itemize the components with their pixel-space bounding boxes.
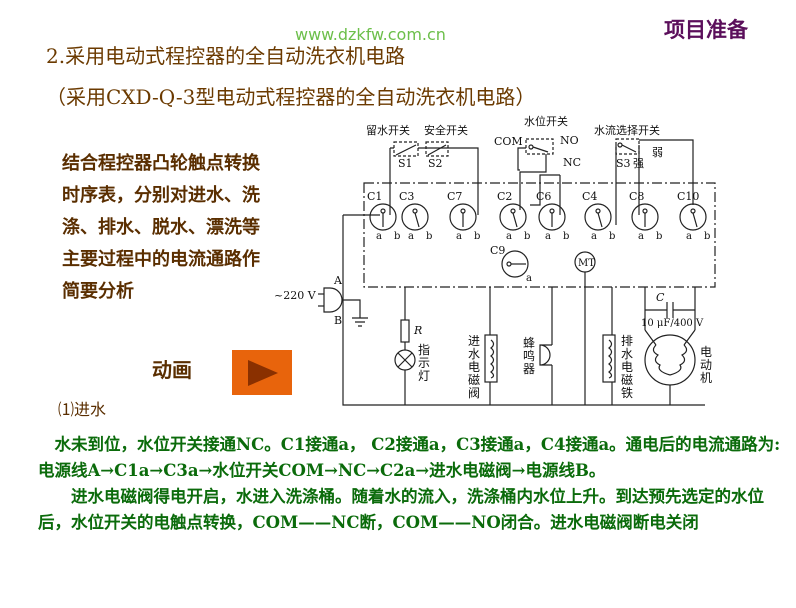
play-icon: [248, 360, 278, 386]
cam-label: C1: [367, 190, 382, 203]
cam-c7: C7 a b: [447, 190, 480, 242]
contact-a-label: a: [591, 231, 597, 242]
power-plug: ~220 V A B: [274, 274, 368, 327]
resistor-label: R: [413, 324, 422, 337]
contact-b-label: b: [394, 231, 400, 242]
capacitor: [644, 302, 696, 405]
drain-magnet-coil: [602, 334, 616, 383]
resistor: [400, 319, 410, 343]
contact-a-label: a: [686, 231, 692, 242]
svg-text:~220 V: ~220 V: [274, 289, 317, 302]
contact-a-label: a: [408, 231, 414, 242]
contact-b-label: b: [426, 231, 432, 242]
body-paragraph-2: 进水电磁阀得电开启，水进入洗涤桶。随着水的流入，洗涤桶内水位上升。到达预先选定的…: [38, 487, 764, 532]
cam-c1: C1 a b: [367, 190, 400, 242]
step-label: ⑴进水: [58, 400, 107, 419]
cam-c10: C10 a b: [677, 190, 710, 242]
watermark: www.dzkfw.com.cn: [295, 25, 446, 44]
slide-subtitle: （采用CXD-Q-3型电动式程控器的全自动洗衣机电路）: [46, 85, 536, 109]
cam-label: C6: [536, 190, 551, 203]
contact-a-label: a: [376, 231, 382, 242]
animation-label: 动画: [152, 358, 192, 382]
drain-magnet-label: 排水电磁铁: [621, 334, 633, 400]
contact-b-label: b: [656, 231, 662, 242]
inlet-valve-label: 进水电磁阀: [468, 334, 480, 400]
contact-b-label: b: [609, 231, 615, 242]
cam-label: C7: [447, 190, 462, 203]
play-animation-button[interactable]: [232, 350, 292, 395]
cam-label: C3: [399, 190, 414, 203]
cam-label: C2: [497, 190, 512, 203]
cam-label: C8: [629, 190, 644, 203]
cam-c2: C2 a b: [497, 190, 530, 242]
cam-c6: C6 a b: [536, 190, 569, 242]
contact-a-label: a: [545, 231, 551, 242]
contact-a-label: a: [456, 231, 462, 242]
body-paragraph-1: 水未到位，水位开关接通NC。C1接通a， C2接通a，C3接通a，C4接通a。通…: [38, 435, 781, 480]
motor-timer: MT: [574, 251, 596, 273]
svg-text:S3: S3: [616, 157, 631, 170]
indicator-lamp: [394, 349, 416, 371]
svg-text:COM: COM: [494, 135, 523, 148]
cam-label: C4: [582, 190, 597, 203]
capacitor-label: C: [656, 291, 665, 304]
contact-a-label: a: [506, 231, 512, 242]
water-level-switch: COM NO NC: [494, 134, 581, 169]
svg-text:B: B: [334, 314, 342, 327]
flow-select-name: 水流选择开关: [594, 123, 660, 137]
svg-text:NO: NO: [560, 134, 579, 147]
svg-text:C9: C9: [490, 244, 505, 257]
svg-text:a: a: [526, 273, 532, 284]
capacitor-value: 10 μF/400 V: [641, 318, 704, 329]
cam-label: C10: [677, 190, 699, 203]
cam-c4: C4 a b: [582, 190, 615, 242]
section-label: 项目准备: [664, 17, 748, 42]
cam-c9: C9 a: [490, 244, 532, 284]
body-text: 水未到位，水位开关接通NC。C1接通a， C2接通a，C3接通a，C4接通a。通…: [38, 432, 783, 536]
cam-c8: C8 a b: [629, 190, 662, 242]
buzzer: [539, 344, 552, 366]
svg-text:A: A: [333, 274, 343, 287]
description-text: 结合程控器凸轮触点转换时序表，分别对进水、洗涤、排水、脱水、漂洗等主要过程中的电…: [62, 153, 260, 302]
s2-name: 安全开关: [424, 123, 468, 137]
contact-b-label: b: [524, 231, 530, 242]
motor: [644, 334, 696, 386]
svg-text:弱: 弱: [652, 146, 663, 159]
svg-text:NC: NC: [563, 156, 581, 169]
slide-title: 2.采用电动式程控器的全自动洗衣机电路: [46, 44, 406, 68]
contact-b-label: b: [704, 231, 710, 242]
switch-s1: S1: [393, 141, 419, 170]
switch-s2: S2: [425, 141, 449, 170]
lamp-label: 指示灯: [418, 342, 430, 383]
buzzer-label: 蜂鸣器: [523, 336, 535, 376]
inlet-valve-coil: [484, 334, 498, 383]
contact-b-label: b: [474, 231, 480, 242]
water-level-name: 水位开关: [524, 114, 568, 128]
contact-a-label: a: [638, 231, 644, 242]
svg-text:S1: S1: [398, 157, 413, 170]
motor-label: 电动机: [700, 345, 712, 385]
svg-text:S2: S2: [428, 157, 443, 170]
cam-c3: C3 a b: [399, 190, 432, 242]
s1-name: 留水开关: [366, 123, 410, 137]
svg-text:MT: MT: [578, 258, 595, 269]
contact-b-label: b: [563, 231, 569, 242]
